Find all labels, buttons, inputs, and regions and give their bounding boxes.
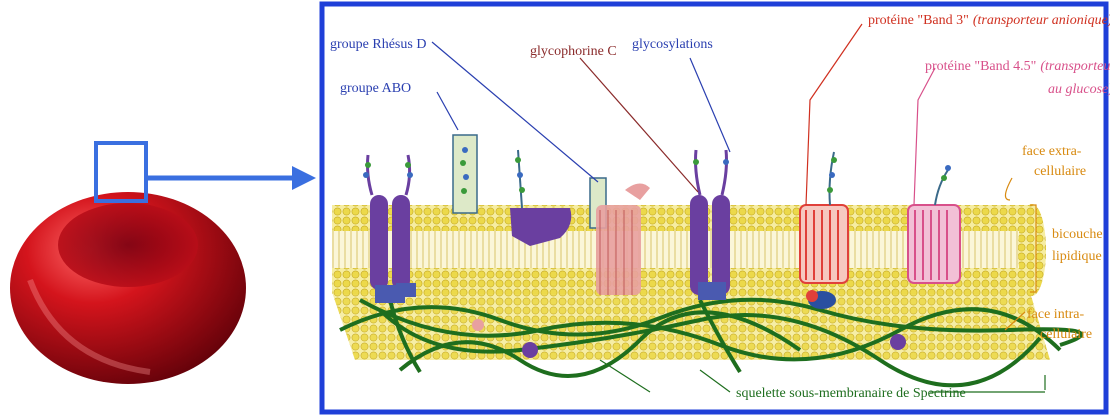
label-band45-note-1: (transporteur: [1040, 59, 1110, 74]
label-extra-1: face extra-: [1022, 144, 1082, 159]
label-bicouche-1: bicouche: [1052, 227, 1103, 242]
label-band45: protéine "Band 4.5" (transporteur: [925, 59, 1110, 74]
label-glycophorine-c: glycophorine C: [530, 44, 617, 59]
label-band3: protéine "Band 3" (transporteur anionique…: [868, 13, 1110, 28]
label-band45-name: protéine "Band 4.5": [925, 59, 1036, 74]
label-intra-2: cellulaire: [1040, 327, 1092, 342]
label-band3-name: protéine "Band 3": [868, 13, 969, 28]
label-extra-2: cellulaire: [1034, 164, 1086, 179]
label-band45-note-2: au glucose): [1048, 82, 1110, 97]
abo-antigen-box: [453, 135, 477, 213]
red-blood-cell: [10, 192, 246, 384]
label-rhesus-d: groupe Rhésus D: [330, 37, 426, 52]
label-intra-1: face intra-: [1027, 307, 1084, 322]
label-spectrine: squelette sous-membranaire de Spectrine: [736, 386, 966, 401]
label-abo: groupe ABO: [340, 81, 411, 96]
label-glycosylations: glycosylations: [632, 37, 713, 52]
label-band3-note: (transporteur anionique): [973, 13, 1110, 28]
label-bicouche-2: lipidique: [1052, 249, 1102, 264]
zoom-arrow: [146, 166, 316, 190]
